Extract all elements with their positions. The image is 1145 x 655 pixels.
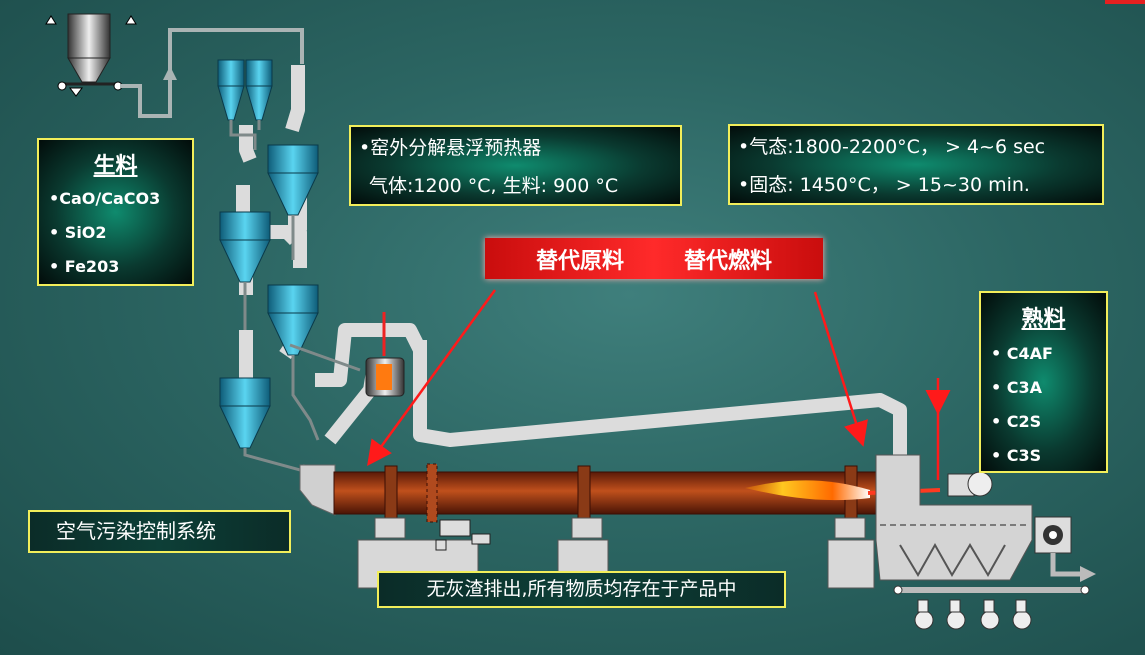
air-pollution-control-box: 空气污染控制系统 [28, 510, 291, 553]
clinker-item: • C3S [991, 446, 1042, 465]
no-ash-label: 无灰渣排出,所有物质均存在于产品中 [426, 578, 737, 600]
clinker-box: 熟料 • C4AF • C3A • C2S • C3S [979, 291, 1108, 473]
kiln-drive [435, 519, 491, 551]
conditions-box: •气态:1800-2200°C， > 4~6 sec •固态: 1450°C， … [728, 124, 1104, 205]
alt-fuel-label: 替代燃料 [684, 247, 773, 274]
clinker-title: 熟料 [1021, 307, 1066, 332]
conditions-line-solid: •固态: 1450°C， > 15~30 min. [738, 174, 1030, 196]
burner-flame [745, 480, 870, 501]
clinker-list: • C4AF • C3A • C2S • C3S [981, 337, 1106, 473]
calciner [365, 312, 405, 397]
clinker-cooler [875, 454, 1096, 630]
preheater-line-1: •窑外分解悬浮预热器 [359, 137, 542, 159]
alt-material-arrows [367, 289, 951, 480]
clinker-item: • C2S [991, 412, 1042, 431]
raw-material-item: • SiO2 [49, 223, 107, 242]
conditions-line-gas: •气态:1800-2200°C， > 4~6 sec [738, 136, 1046, 158]
alt-raw-material-label: 替代原料 [535, 247, 624, 274]
raw-material-list: •CaO/CaCO3 • SiO2 • Fe203 [39, 182, 192, 284]
air-pollution-control-label: 空气污染控制系统 [56, 519, 216, 543]
feed-line [120, 28, 304, 118]
raw-material-title: 生料 [93, 154, 138, 179]
rotary-kiln [333, 463, 881, 523]
clinker-item: • C3A [991, 378, 1043, 397]
preheater-line-2: 气体:1200 °C, 生料: 900 °C [369, 175, 619, 197]
raw-material-box: 生料 •CaO/CaCO3 • SiO2 • Fe203 [37, 138, 194, 286]
raw-material-item: •CaO/CaCO3 [49, 189, 161, 208]
clinker-item: • C4AF [991, 344, 1053, 363]
alternative-materials-banner: 替代原料 替代燃料 [485, 238, 823, 279]
kiln-inlet [299, 464, 336, 516]
corner-accent [1105, 0, 1145, 4]
feed-hopper [45, 13, 137, 97]
raw-material-item: • Fe203 [49, 257, 120, 276]
preheater-box: •窑外分解悬浮预热器 气体:1200 °C, 生料: 900 °C [349, 125, 682, 206]
cyclones [217, 59, 319, 449]
no-ash-box: 无灰渣排出,所有物质均存在于产品中 [377, 571, 786, 608]
